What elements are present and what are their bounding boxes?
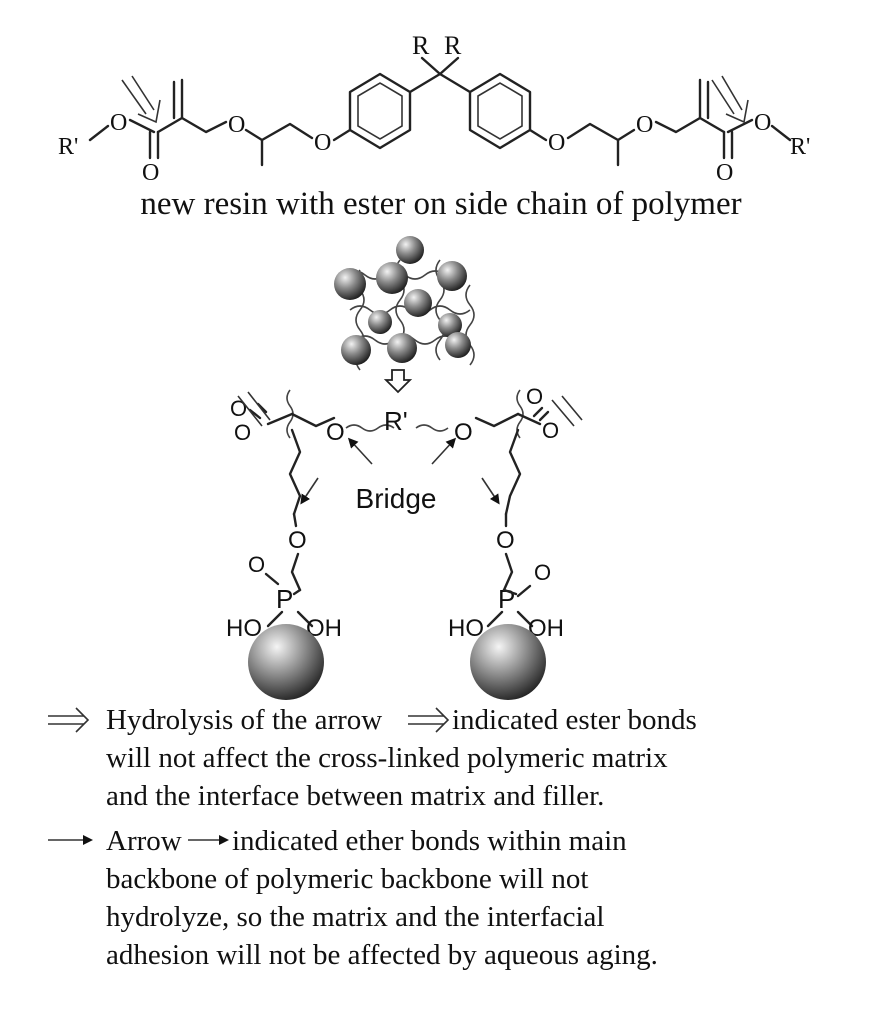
filler-particle-icon — [387, 333, 417, 363]
double-arrow-icon — [408, 707, 450, 733]
ether-o-label: O — [228, 112, 245, 138]
ether-o-label: O — [288, 527, 307, 554]
double-arrow-icon — [48, 707, 90, 733]
legend-line-3: and the interface between matrix and fil… — [106, 780, 604, 812]
ether-o-label: O — [314, 130, 331, 156]
filler-particle-icon — [376, 262, 408, 294]
carbonyl-o-label: O — [716, 160, 733, 186]
benzene-ring-left — [348, 72, 412, 150]
hollow-arrow-icon — [551, 395, 583, 427]
legend-line-4b: indicated ether bonds within main — [232, 825, 627, 857]
filler-particle-icon — [470, 624, 546, 700]
arrow-icon — [347, 437, 373, 465]
hollow-down-arrow-icon — [383, 369, 413, 394]
r-label-left: R — [412, 31, 430, 60]
legend: Hydrolysis of the arrow indicated ester … — [48, 704, 697, 971]
phosphorus-label: P — [276, 584, 293, 614]
ester-o-label: O — [754, 110, 771, 136]
ester-o-label: O — [542, 418, 559, 443]
ester-o-label: O — [234, 420, 251, 445]
polymer-network — [334, 236, 475, 371]
ester-o-label: O — [110, 110, 127, 136]
structure-caption: new resin with ester on side chain of po… — [140, 186, 741, 222]
legend-line-4a: Arrow — [106, 825, 182, 857]
r-label-right: R — [444, 31, 462, 60]
ether-o-label: O — [454, 419, 473, 446]
hydroxyl-ho-label: HO — [226, 615, 262, 642]
filler-particle-icon — [437, 261, 467, 291]
benzene-ring-right — [468, 72, 532, 150]
r-prime-label: R' — [384, 406, 408, 436]
filler-particle-icon — [438, 313, 462, 337]
phosphorus-label: P — [498, 584, 515, 614]
legend-line-5: backbone of polymeric backbone will not — [106, 863, 588, 895]
arrow-icon — [300, 477, 319, 505]
legend-line-6: hydrolyze, so the matrix and the interfa… — [106, 901, 604, 933]
hollow-arrow-icon — [121, 75, 161, 124]
carbonyl-o-label: O — [142, 160, 159, 186]
hollow-arrow-icon — [711, 75, 749, 124]
filler-particle-icon — [396, 236, 424, 264]
bridge-label: Bridge — [356, 483, 437, 514]
filler-particle-icon — [334, 268, 366, 300]
filler-particle-icon — [368, 310, 392, 334]
legend-line-1b: indicated ester bonds — [452, 704, 697, 736]
hollow-arrow-icon — [237, 391, 271, 427]
hydroxyl-ho-label: HO — [448, 615, 484, 642]
ether-o-label: O — [548, 130, 565, 156]
ether-o-label: O — [326, 419, 345, 446]
legend-line-2: will not affect the cross-linked polymer… — [106, 742, 668, 774]
carbonyl-o-label: O — [526, 384, 543, 409]
arrow-icon — [431, 437, 457, 465]
carbonyl-o-label: O — [230, 396, 247, 421]
filler-particle-icon — [404, 289, 432, 317]
legend-line-7: adhesion will not be affected by aqueous… — [106, 939, 658, 971]
r-prime-label: R' — [58, 134, 78, 160]
filler-particle-icon — [341, 335, 371, 365]
resin-structure: R R O O O O R' O O — [58, 31, 810, 222]
crosslink-structure: O O O R' O O O O O Bridge — [226, 384, 583, 700]
arrow-icon — [481, 477, 500, 505]
filler-particle-icon — [445, 332, 471, 358]
legend-line-1a: Hydrolysis of the arrow — [106, 704, 382, 736]
filler-particle-icon — [248, 624, 324, 700]
ether-o-label: O — [496, 527, 515, 554]
phosphoryl-o-label: O — [534, 560, 551, 585]
phosphoryl-o-label: O — [248, 552, 265, 577]
ether-o-label: O — [636, 112, 653, 138]
r-prime-label: R' — [790, 134, 810, 160]
